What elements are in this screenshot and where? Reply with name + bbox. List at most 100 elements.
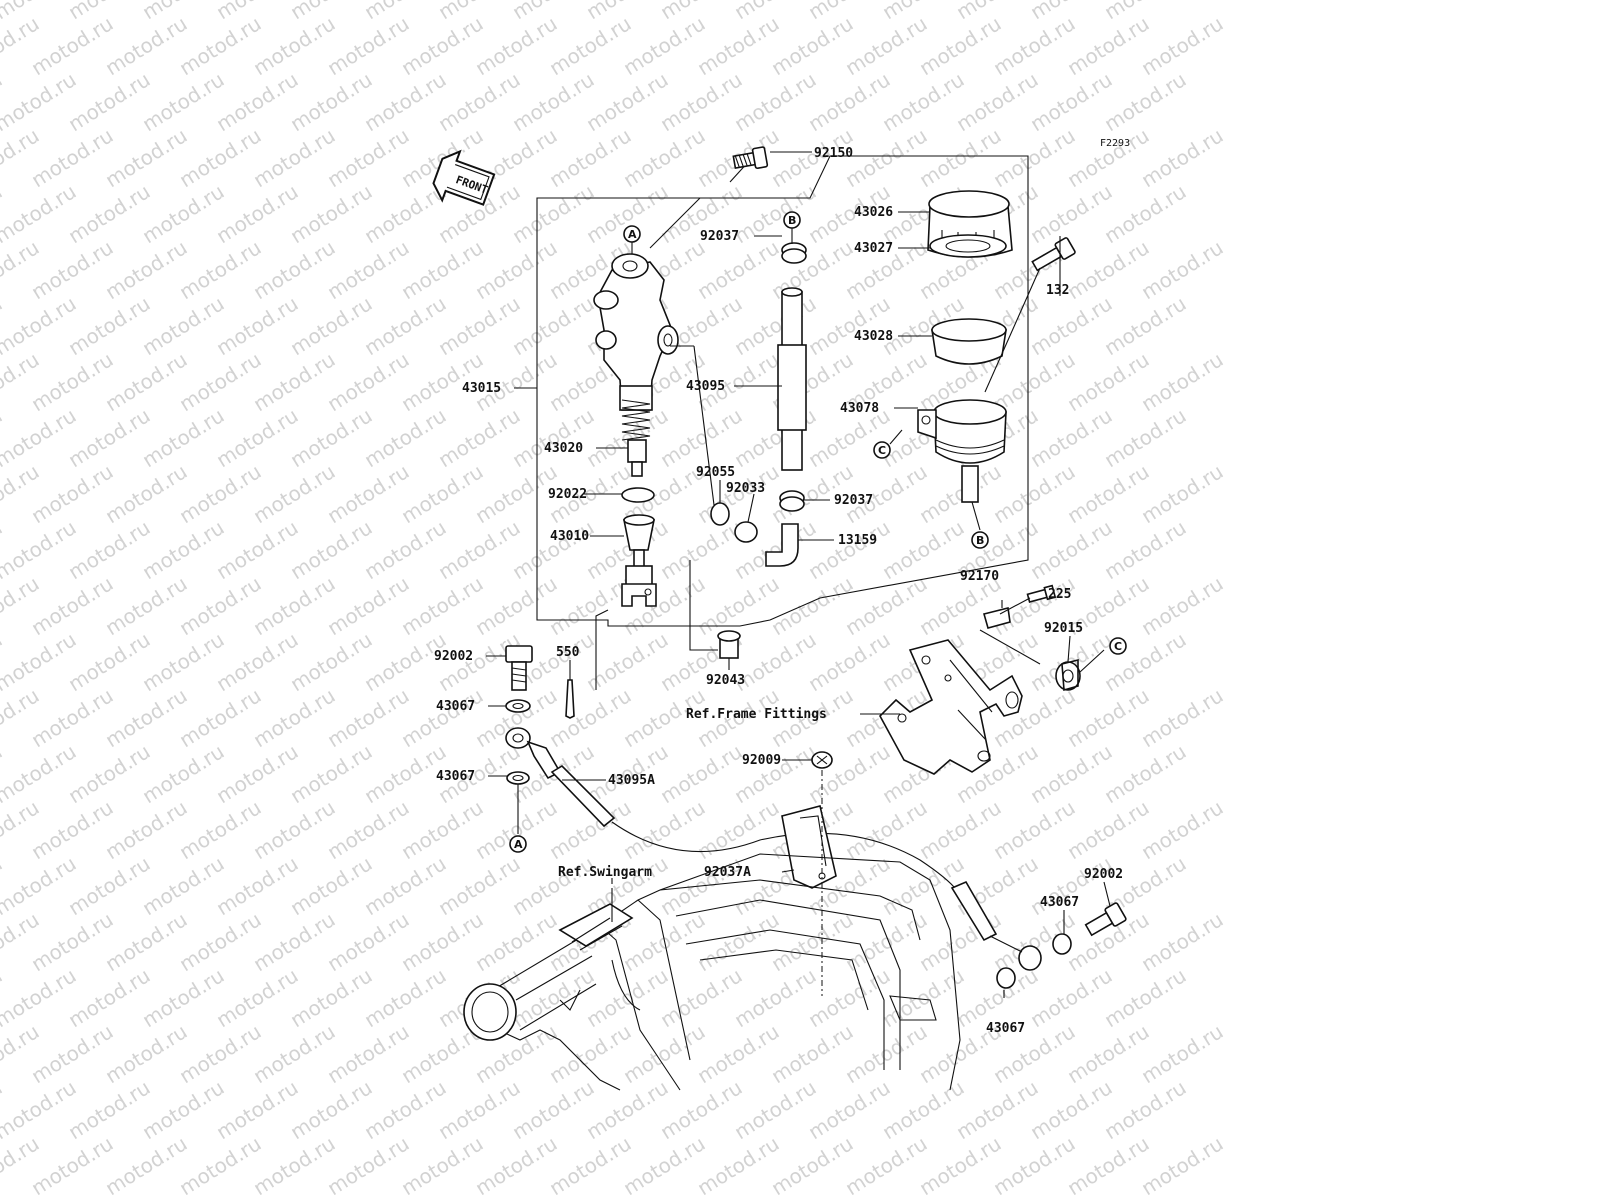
label-43067-c: 43067 — [1040, 895, 1079, 910]
watermark-text: motod.ru — [471, 1131, 562, 1200]
watermark-text: motod.ru — [64, 179, 155, 248]
watermark-text: motod.ru — [582, 67, 673, 136]
watermark-text: motod.ru — [64, 291, 155, 360]
watermark-text: motod.ru — [27, 235, 118, 304]
watermark-text: motod.ru — [249, 11, 340, 80]
watermark-text: motod.ru — [1026, 1075, 1117, 1144]
label-43078: 43078 — [840, 401, 879, 416]
push-rod-43010 — [621, 514, 657, 607]
watermark-text: motod.ru — [212, 403, 303, 472]
watermark-text: motod.ru — [1026, 179, 1117, 248]
watermark-text: motod.ru — [212, 963, 303, 1032]
watermark-text: motod.ru — [101, 1131, 192, 1200]
label-92009: 92009 — [742, 753, 781, 768]
watermark-text: motod.ru — [138, 627, 229, 696]
watermark-text: motod.ru — [508, 403, 599, 472]
watermark-text: motod.ru — [619, 795, 710, 864]
plate-43027 — [929, 234, 1007, 258]
watermark-text: motod.ru — [1100, 67, 1191, 136]
watermark-text: motod.ru — [397, 1131, 488, 1200]
circlip-92033 — [734, 521, 758, 543]
watermark-text: motod.ru — [138, 291, 229, 360]
watermark-text: motod.ru — [249, 1131, 340, 1200]
watermark-text: motod.ru — [1137, 1131, 1228, 1200]
master-cylinder-body — [593, 253, 679, 411]
watermark-text: motod.ru — [1137, 347, 1228, 416]
watermark-text: motod.ru — [508, 515, 599, 584]
callout-B-bottom: B — [971, 531, 989, 549]
callout-B-top: B — [783, 211, 801, 229]
watermark-text: motod.ru — [804, 627, 895, 696]
watermark-text: motod.ru — [249, 347, 340, 416]
watermark-text: motod.ru — [1137, 907, 1228, 976]
watermark-text: motod.ru — [989, 123, 1080, 192]
watermark-text: motod.ru — [841, 11, 932, 80]
watermark-text: motod.ru — [915, 11, 1006, 80]
watermark-text: motod.ru — [27, 1131, 118, 1200]
label-92002-left: 92002 — [434, 649, 473, 664]
watermark-text: motod.ru — [656, 1075, 747, 1144]
watermark-text: motod.ru — [27, 795, 118, 864]
watermark-text: motod.ru — [101, 347, 192, 416]
watermark-text: motod.ru — [212, 1075, 303, 1144]
watermark-text: motod.ru — [64, 963, 155, 1032]
washer-left-a — [505, 699, 531, 713]
watermark-text: motod.ru — [101, 459, 192, 528]
watermark-text: motod.ru — [989, 11, 1080, 80]
watermark-text: motod.ru — [804, 739, 895, 808]
watermark-text: motod.ru — [27, 11, 118, 80]
watermark-text: motod.ru — [323, 347, 414, 416]
watermark-text: motod.ru — [101, 907, 192, 976]
watermark-text: motod.ru — [1063, 123, 1154, 192]
watermark-text: motod.ru — [101, 795, 192, 864]
watermark-text: motod.ru — [656, 963, 747, 1032]
watermark-text: motod.ru — [101, 571, 192, 640]
watermark-text: motod.ru — [545, 123, 636, 192]
watermark-text: motod.ru — [101, 11, 192, 80]
watermark-text: motod.ru — [619, 1131, 710, 1200]
watermark-text: motod.ru — [286, 67, 377, 136]
watermark-text: motod.ru — [952, 67, 1043, 136]
watermark-text: motod.ru — [508, 851, 599, 920]
watermark-text: motod.ru — [545, 683, 636, 752]
watermark-text: motod.ru — [434, 1075, 525, 1144]
collar-92015 — [1055, 658, 1081, 692]
watermark-text: motod.ru — [1137, 11, 1228, 80]
elbow-13159 — [765, 523, 799, 567]
watermark-text: motod.ru — [101, 1019, 192, 1088]
svg-text:A: A — [514, 838, 523, 851]
watermark-text: motod.ru — [582, 963, 673, 1032]
label-43020: 43020 — [544, 441, 583, 456]
svg-text:A: A — [628, 228, 637, 241]
label-43067-b: 43067 — [436, 769, 475, 784]
watermark-text: motod.ru — [582, 851, 673, 920]
watermark-text: motod.ru — [656, 67, 747, 136]
watermark-text: motod.ru — [397, 459, 488, 528]
watermark-text: motod.ru — [27, 571, 118, 640]
watermark-text: motod.ru — [1063, 1131, 1154, 1200]
label-92055: 92055 — [696, 465, 735, 480]
watermark-text: motod.ru — [323, 235, 414, 304]
watermark-text: motod.ru — [693, 907, 784, 976]
watermark-text: motod.ru — [360, 403, 451, 472]
label-92150: 92150 — [814, 146, 853, 161]
watermark-text: motod.ru — [249, 683, 340, 752]
label-225: 225 — [1048, 587, 1071, 602]
watermark-text: motod.ru — [286, 515, 377, 584]
watermark-layer: motod.rumotod.rumotod.rumotod.rumotod.ru… — [0, 0, 1227, 1200]
watermark-text: motod.ru — [878, 963, 969, 1032]
watermark-text: motod.ru — [693, 1131, 784, 1200]
watermark-text: motod.ru — [434, 851, 525, 920]
watermark-text: motod.ru — [471, 571, 562, 640]
watermark-text: motod.ru — [286, 627, 377, 696]
watermark-text: motod.ru — [212, 291, 303, 360]
watermark-text: motod.ru — [286, 291, 377, 360]
label-43026: 43026 — [854, 205, 893, 220]
watermark-text: motod.ru — [397, 571, 488, 640]
watermark-text: motod.ru — [508, 67, 599, 136]
watermark-text: motod.ru — [1100, 963, 1191, 1032]
label-92043: 92043 — [706, 673, 745, 688]
watermark-text: motod.ru — [915, 123, 1006, 192]
watermark-text: motod.ru — [175, 1131, 266, 1200]
frame-fitting-bracket — [879, 639, 1023, 775]
